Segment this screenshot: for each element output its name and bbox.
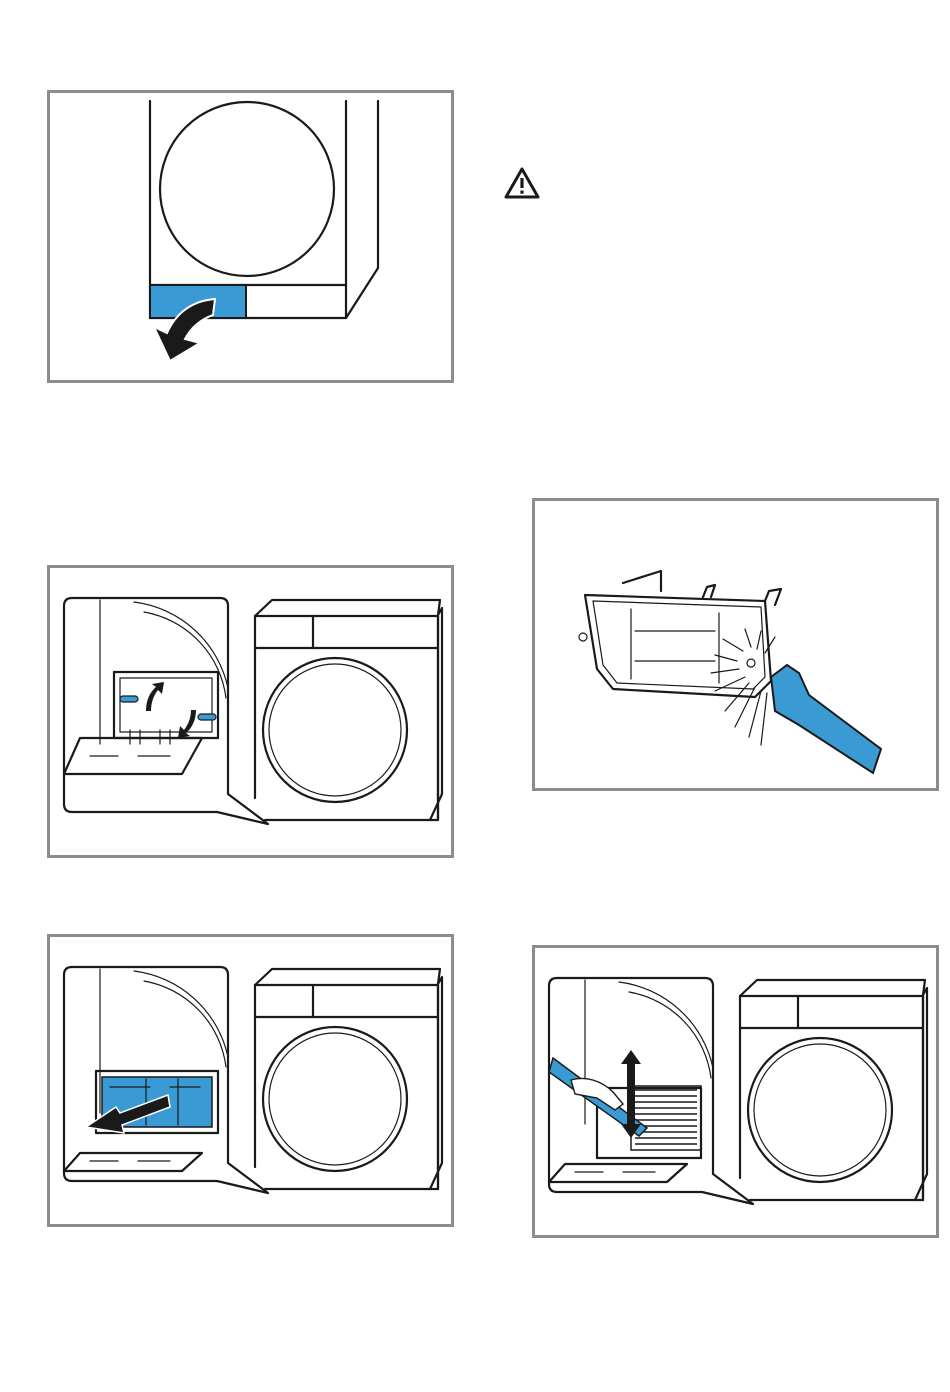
figure-vacuum-cavity <box>532 945 939 1238</box>
figure-unlock-levers <box>47 565 454 858</box>
dryer-flap-illustration <box>50 93 451 380</box>
vacuum-illustration <box>535 948 936 1235</box>
figure-pull-out-heat-exchanger <box>47 934 454 1227</box>
removal-illustration <box>50 937 451 1224</box>
figure-clean-heat-exchanger <box>532 498 939 791</box>
warning-triangle-icon <box>503 166 541 200</box>
figure-open-maintenance-flap <box>47 90 454 383</box>
brush-illustration <box>535 501 936 788</box>
lever-illustration <box>50 568 451 855</box>
